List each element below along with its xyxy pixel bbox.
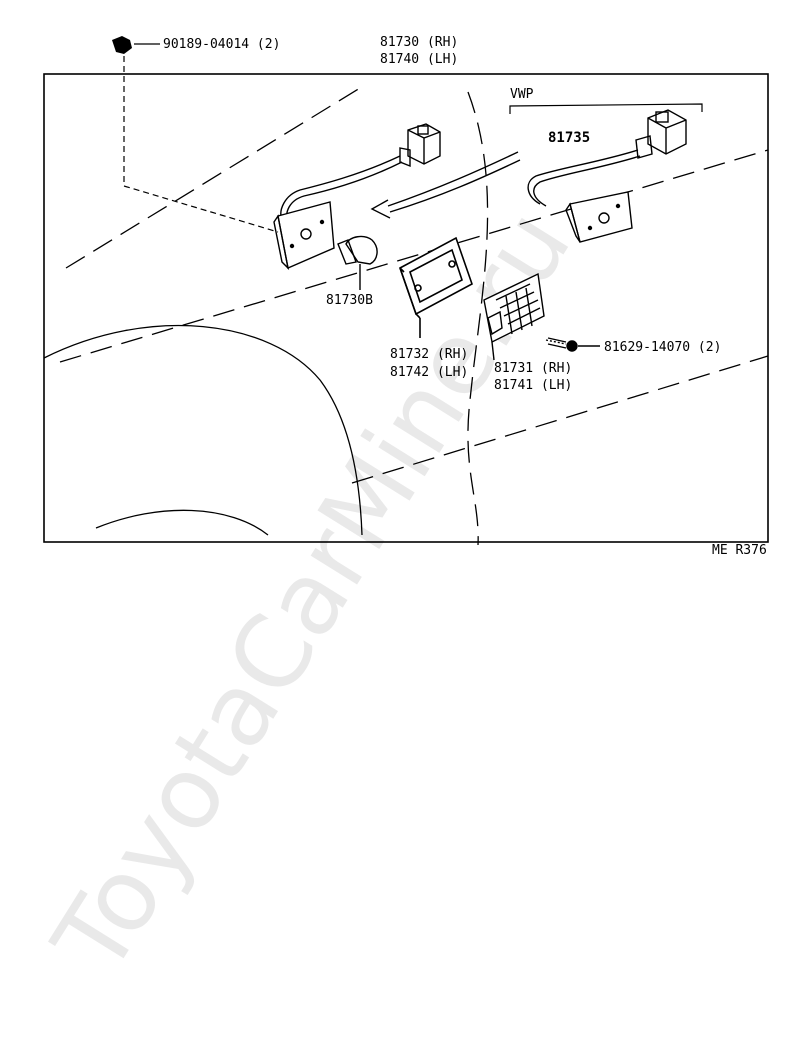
direction-arrow: [370, 151, 521, 219]
gasket-lh-label: 81742 (LH): [390, 365, 468, 380]
bulb-label: 81730B: [326, 293, 373, 308]
clip-callout: 90189-04014 (2): [112, 36, 280, 233]
socket-vwp-label: 81735: [548, 130, 590, 146]
socket-with-connector: [273, 123, 441, 271]
clip-part-number: 90189-04014 (2): [163, 37, 280, 52]
diagram-code: ME R376: [712, 543, 767, 558]
vwp-socket: [527, 109, 687, 243]
wheel-arch: [43, 324, 363, 536]
diagram-frame: [43, 73, 769, 543]
lamp-assy-rh-label: 81730 (RH): [380, 35, 458, 50]
screw: [545, 337, 600, 352]
vwp-label: VWP: [510, 87, 534, 102]
vwp-bracket: [509, 103, 703, 114]
lens-rh-label: 81731 (RH): [494, 361, 572, 376]
lens-lh-label: 81741 (LH): [494, 378, 572, 393]
bulb: [337, 235, 378, 290]
body-outline: [59, 87, 769, 546]
gasket-rh-label: 81732 (RH): [390, 347, 468, 362]
gasket: [399, 236, 473, 338]
lens: [483, 272, 545, 361]
lamp-assy-lh-label: 81740 (LH): [380, 52, 458, 67]
screw-label: 81629-14070 (2): [604, 340, 721, 355]
clip-icon: [112, 36, 132, 54]
